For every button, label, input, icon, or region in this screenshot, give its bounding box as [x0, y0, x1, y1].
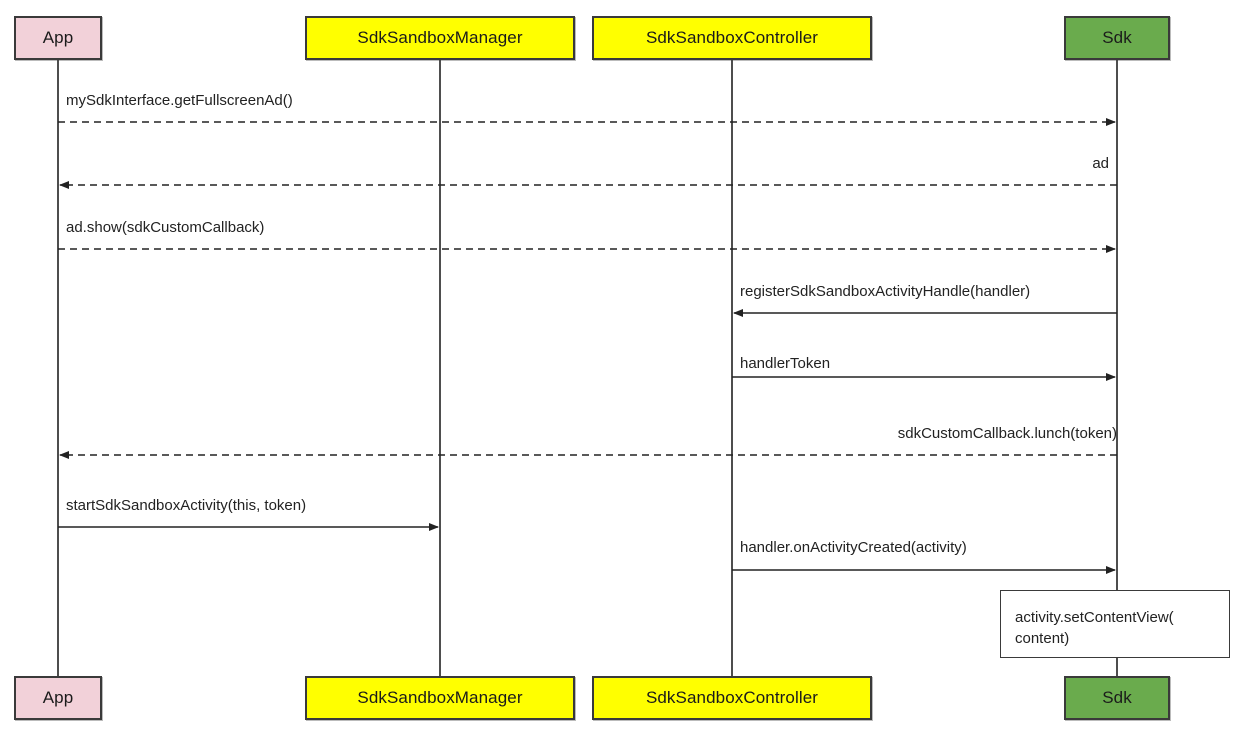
participant-foot-sdk[interactable]: Sdk	[1064, 676, 1170, 720]
message-label-m8: handler.onActivityCreated(activity)	[740, 539, 967, 556]
participant-head-manager[interactable]: SdkSandboxManager	[305, 16, 575, 60]
messages-layer	[58, 118, 1117, 574]
message-label-m4: registerSdkSandboxActivityHandle(handler…	[740, 283, 1031, 300]
participant-label: App	[42, 28, 74, 47]
participant-foot-controller[interactable]: SdkSandboxController	[592, 676, 872, 720]
message-label-m7: startSdkSandboxActivity(this, token)	[66, 497, 307, 514]
note-line: activity.setContentView(	[1015, 609, 1174, 626]
participant-label: Sdk	[1102, 28, 1132, 47]
message-label-m1: mySdkInterface.getFullscreenAd()	[66, 92, 293, 109]
lifelines-layer	[57, 60, 1118, 676]
message-label-m3: ad.show(sdkCustomCallback)	[66, 219, 265, 236]
message-label-m6: sdkCustomCallback.lunch(token)	[897, 425, 1117, 442]
note-line: content)	[1015, 630, 1070, 647]
participant-head-controller[interactable]: SdkSandboxController	[592, 16, 872, 60]
participant-label: SdkSandboxController	[645, 28, 819, 47]
participant-head-app[interactable]: App	[14, 16, 102, 60]
message-label-m2: ad	[1092, 155, 1109, 172]
message-label-m5: handlerToken	[740, 355, 831, 372]
participant-label: Sdk	[1102, 688, 1132, 707]
participant-label: SdkSandboxController	[645, 688, 819, 707]
note-note1: activity.setContentView( content)	[1000, 590, 1230, 658]
participant-label: App	[42, 688, 74, 707]
participant-label: SdkSandboxManager	[357, 28, 523, 47]
participant-label: SdkSandboxManager	[357, 688, 523, 707]
participant-foot-manager[interactable]: SdkSandboxManager	[305, 676, 575, 720]
participant-head-sdk[interactable]: Sdk	[1064, 16, 1170, 60]
participant-foot-app[interactable]: App	[14, 676, 102, 720]
